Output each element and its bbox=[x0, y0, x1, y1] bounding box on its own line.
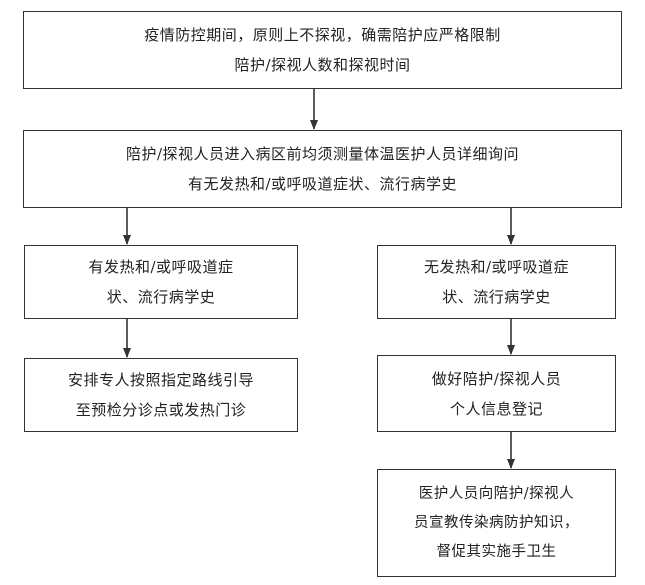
symptomatic-line-2: 状、流行病学史 bbox=[106, 288, 216, 306]
register-visitor-info-line-2: 个人信息登记 bbox=[449, 399, 543, 418]
visit-restriction-line-1: 疫情防控期间，原则上不探视，确需陪护应严格限制 bbox=[144, 26, 501, 44]
guide-to-clinic-box: 安排专人按照指定路线引导 至预检分诊点或发热门诊 bbox=[24, 358, 298, 432]
symptomatic-line-1: 有发热和/或呼吸道症 bbox=[88, 258, 234, 276]
guide-to-clinic-line-1: 安排专人按照指定路线引导 bbox=[67, 371, 254, 389]
temperature-screening-box: 陪护/探视人员进入病区前均须测量体温医护人员详细询问 有无发热和/或呼吸道症状、… bbox=[23, 130, 622, 208]
asymptomatic-line-2: 状、流行病学史 bbox=[442, 288, 551, 306]
temperature-screening-line-1: 陪护/探视人员进入病区前均须测量体温医护人员详细询问 bbox=[125, 145, 520, 163]
symptomatic-box: 有发热和/或呼吸道症 状、流行病学史 bbox=[24, 245, 298, 319]
education-hand-hygiene-line-2: 员宣教传染病防护知识， bbox=[414, 514, 579, 531]
education-hand-hygiene-line-1: 医护人员向陪护/探视人 bbox=[418, 485, 575, 502]
guide-to-clinic-line-2: 至预检分诊点或发热门诊 bbox=[75, 401, 247, 419]
register-visitor-info-box: 做好陪护/探视人员 个人信息登记 bbox=[377, 355, 616, 432]
education-hand-hygiene-line-3: 督促其实施手卫生 bbox=[436, 543, 557, 560]
education-hand-hygiene-box: 医护人员向陪护/探视人 员宣教传染病防护知识， 督促其实施手卫生 bbox=[377, 469, 616, 577]
visit-restriction-line-2: 陪护/探视人数和探视时间 bbox=[234, 56, 411, 74]
temperature-screening-line-2: 有无发热和/或呼吸道症状、流行病学史 bbox=[187, 175, 458, 193]
asymptomatic-box: 无发热和/或呼吸道症 状、流行病学史 bbox=[377, 245, 616, 319]
visit-restriction-box: 疫情防控期间，原则上不探视，确需陪护应严格限制 陪护/探视人数和探视时间 bbox=[23, 11, 622, 89]
asymptomatic-line-1: 无发热和/或呼吸道症 bbox=[423, 258, 570, 276]
register-visitor-info-line-1: 做好陪护/探视人员 bbox=[431, 369, 562, 388]
